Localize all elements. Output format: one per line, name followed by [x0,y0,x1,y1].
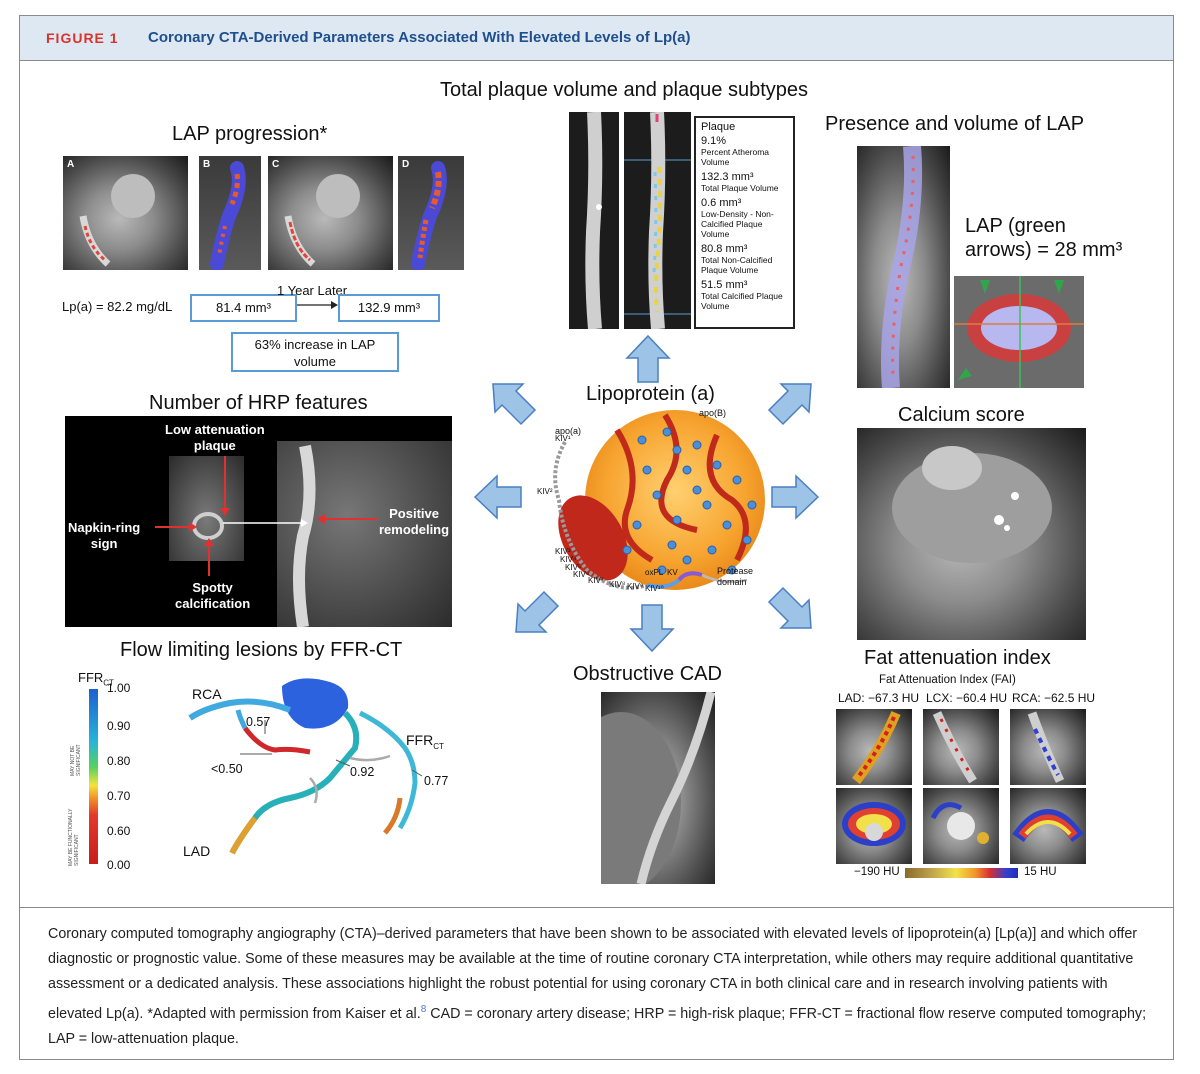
caption-reference[interactable]: 8 [420,1004,427,1015]
obstructive-title: Obstructive CAD [573,663,722,685]
obstructive-image [601,692,715,884]
fai-scale-min: −190 HU [854,866,900,878]
lap-panel-c: C [268,156,393,270]
fai-color-scale [905,868,1018,878]
fai-title: Fat attenuation index [864,647,1051,669]
lap-annotation: LAP (green arrows) = 28 mm³ [965,215,1123,261]
lipoprotein-dot [707,545,717,555]
plaque-segmentation-image [624,112,691,329]
fai-lcx-label: LCX: −60.4 HU [926,691,1008,705]
lap-increase-box: 63% increase in LAP volume [231,332,399,372]
arrow-down-left [515,590,560,633]
arrow-left [473,474,522,520]
fai-lad-label: LAD: −67.3 HU [838,691,920,705]
one-year-later-label: 1 Year Later [277,283,348,298]
lipoprotein-dot [622,545,632,555]
figure-header: FIGURE 1 Coronary CTA-Derived Parameters… [20,16,1173,61]
fai-rca-cross [1010,788,1086,864]
lap-presence-title: Presence and volume of LAP [825,113,1085,135]
lipoprotein-dot [702,500,712,510]
figure-label: FIGURE 1 [46,30,119,46]
plaque-summary-box: Plaque 9.1% Percent Atheroma Volume 132.… [694,116,795,329]
lap-cross-section [954,276,1084,388]
baseline-volume-box: 81.4 mm³ [190,294,297,322]
ffr-panel: FFRCT 1.00 0.90 0.80 0.70 0.60 0.00 MAY … [68,670,449,872]
arrow-up [625,334,671,383]
lipoprotein-dot [722,520,732,530]
lap-panel-a: A [63,156,188,270]
fai-rca-label: RCA: −62.5 HU [1012,691,1096,705]
lap-progression-title: LAP progression* [172,123,328,145]
figure-frame [19,15,1174,1060]
lipoprotein-dot [652,490,662,500]
arrow-up-right [767,383,812,426]
lad-label: LAD [183,843,211,859]
lipoprotein-dot [637,435,647,445]
lipoprotein-title: Lipoprotein (a) [586,383,715,405]
lipoprotein-diagram: apo(a) apo(B) KIV¹ KIV² KIV³ KIV⁴ KIV⁵ K… [537,408,780,603]
lipoprotein-dot [682,555,692,565]
followup-volume-box: 132.9 mm³ [338,294,440,322]
calcium-image [857,428,1086,640]
lipoprotein-dot [742,535,752,545]
fai-lcx-long [923,709,999,785]
lipoprotein-dot [672,515,682,525]
progression-arrow [297,301,338,309]
hrp-title: Number of HRP features [149,392,368,414]
figure-title: Coronary CTA-Derived Parameters Associat… [148,29,691,46]
plaque-cpr-image [569,112,619,329]
ffr-value-050: <0.50 [211,762,243,776]
fai-lcx-cross [923,788,999,864]
lipoprotein-dot [642,465,652,475]
lap-panel-d: D [398,156,464,270]
ffr-vessel-label: FFRCT [406,732,444,751]
ffr-color-scale [89,689,98,864]
arrow-right [771,474,820,520]
rca-label: RCA [192,686,222,702]
ffr-value-092: 0.92 [350,765,375,779]
ffr-value-057: 0.57 [246,715,271,729]
ffr-title: Flow limiting lesions by FFR-CT [120,639,403,661]
fai-lad-cross [836,788,912,864]
lipoprotein-dot [712,460,722,470]
lipoprotein-dot [672,445,682,455]
lap-panel-b: B [199,156,261,270]
caption-divider [20,907,1173,908]
lpa-value: Lp(a) = 82.2 mg/dL [62,299,173,314]
lipoprotein-dot [682,465,692,475]
lipoprotein-dot [732,475,742,485]
lipoprotein-dot [662,427,672,437]
calcium-title: Calcium score [898,404,1025,426]
fai-rca-long [1010,709,1086,785]
lap-presence-cpr [857,146,950,388]
lipoprotein-dot [657,565,667,575]
total-plaque-title: Total plaque volume and plaque subtypes [440,79,809,101]
fai-subtitle: Fat Attenuation Index (FAI) [879,674,1016,686]
arrow-down [629,604,675,653]
lipoprotein-dot [727,565,737,575]
lipoprotein-dot [632,520,642,530]
fai-scale-max: 15 HU [1024,866,1057,878]
ffr-value-077: 0.77 [424,774,449,788]
arrow-up-left [492,383,537,426]
ffr-scale-label: FFRCT [78,670,114,688]
fai-lad-long [836,709,912,785]
figure-caption: Coronary computed tomography angiography… [48,926,1147,1047]
lipoprotein-dot [667,540,677,550]
lipoprotein-dot [692,440,702,450]
lipoprotein-dot [747,500,757,510]
lipoprotein-dot [692,485,702,495]
arrow-down-right [767,586,812,629]
